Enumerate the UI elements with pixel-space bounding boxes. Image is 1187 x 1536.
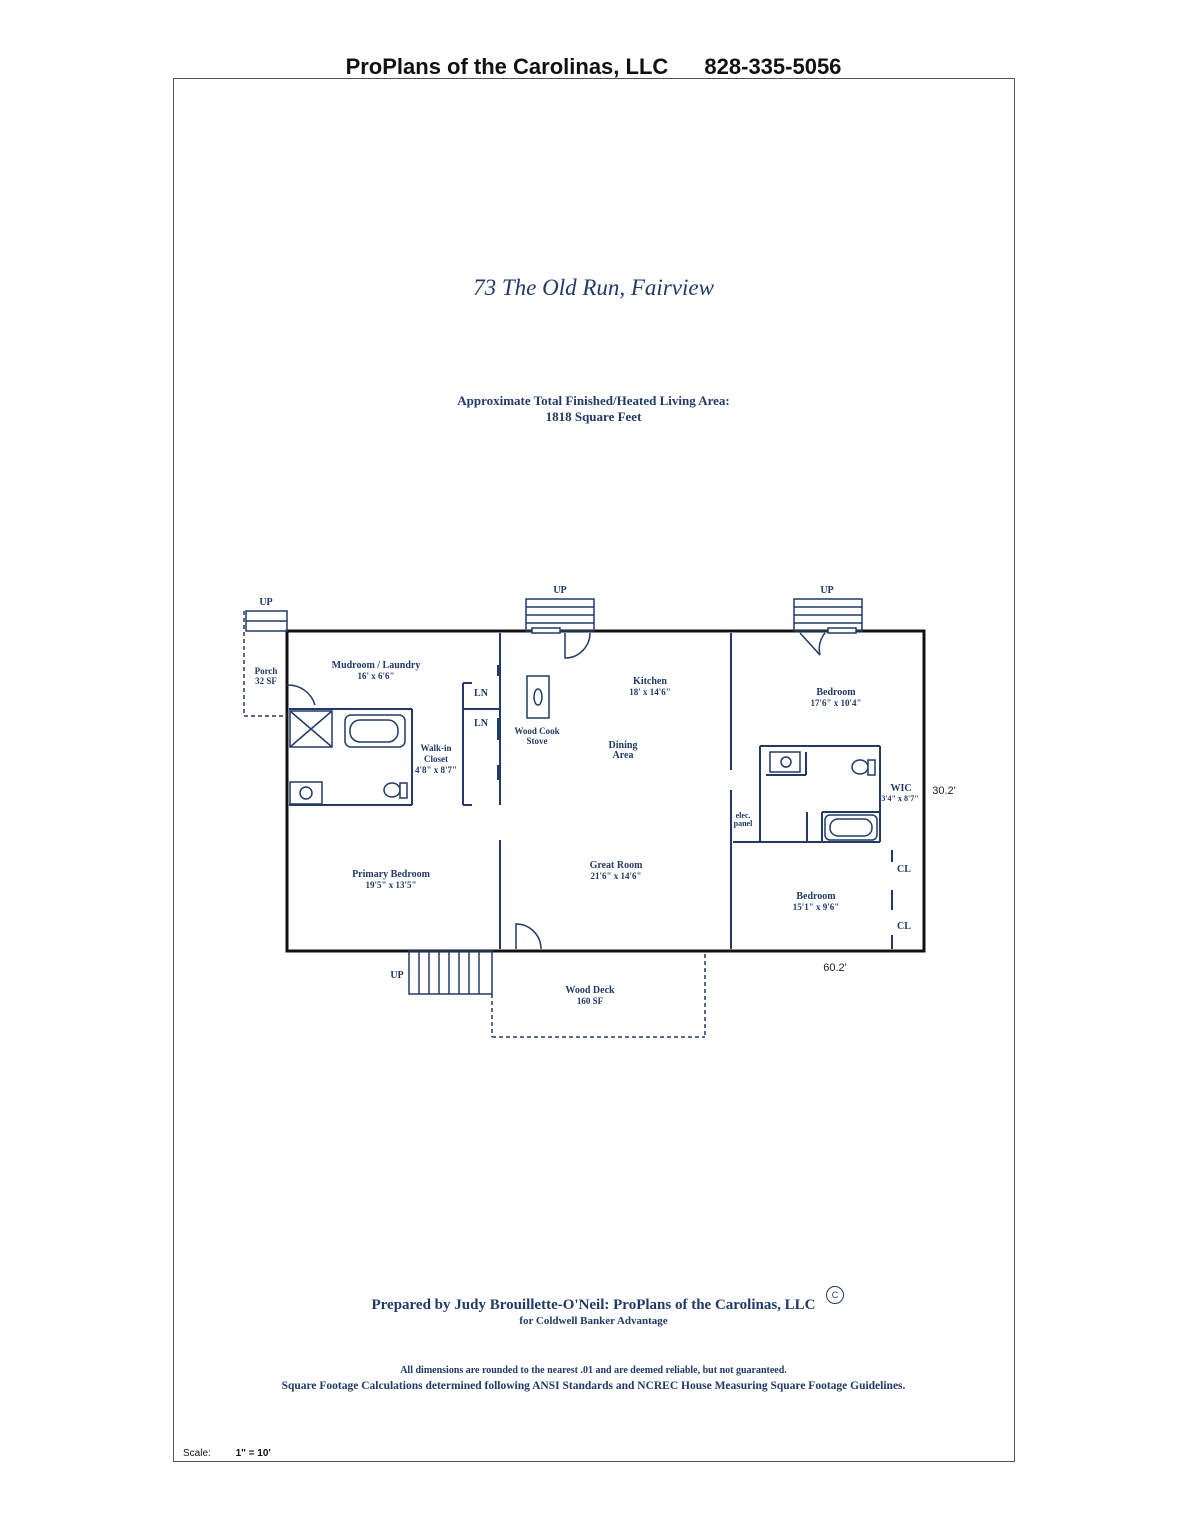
property-title: 73 The Old Run, Fairview bbox=[473, 275, 714, 300]
great-room-name: Great Room bbox=[590, 860, 644, 871]
page-header: ProPlans of the Carolinas, LLC 828-335-5… bbox=[0, 54, 1187, 80]
company-name: ProPlans of the Carolinas, LLC bbox=[345, 54, 669, 79]
bedroom1-name: Bedroom bbox=[816, 687, 856, 698]
exterior-wall bbox=[285, 629, 926, 953]
great-room-size: 21'6" x 14'6" bbox=[591, 871, 642, 881]
linen-closet-2: LN bbox=[474, 718, 489, 729]
label-up-deck: UP bbox=[390, 970, 403, 981]
linen-closet-1: LN bbox=[474, 688, 489, 699]
dining-name-2: Area bbox=[613, 750, 634, 761]
walkin-name-2: Closet bbox=[424, 754, 448, 764]
bedroom2-name: Bedroom bbox=[796, 891, 836, 902]
mudroom-size: 16' x 6'6" bbox=[358, 671, 395, 681]
scale-note: Scale: 1" = 10' bbox=[183, 1448, 271, 1459]
closet-2: CL bbox=[897, 921, 911, 932]
bedroom2-size: 15'1" x 9'6" bbox=[793, 902, 840, 912]
dimension-depth: 30.2' bbox=[932, 785, 956, 797]
elec-panel-2: panel bbox=[734, 819, 753, 828]
stairs bbox=[408, 598, 863, 995]
toilet-icon bbox=[383, 782, 401, 798]
wic-size: 3'4" x 8'7" bbox=[881, 794, 918, 803]
deck-size: 160 SF bbox=[577, 996, 604, 1006]
wood-deck bbox=[491, 954, 706, 1038]
disclaimer-dimensions: All dimensions are rounded to the neares… bbox=[400, 1365, 787, 1376]
prepared-for: for Coldwell Banker Advantage bbox=[519, 1315, 668, 1327]
primary-name: Primary Bedroom bbox=[352, 869, 431, 880]
primary-size: 19'5" x 13'5" bbox=[366, 880, 417, 890]
porch-name: Porch bbox=[255, 666, 278, 676]
dimension-width: 60.2' bbox=[823, 962, 847, 974]
living-area: Approximate Total Finished/Heated Living… bbox=[0, 393, 1187, 425]
label-up-porch: UP bbox=[259, 597, 272, 608]
stove-name-2: Stove bbox=[527, 736, 548, 746]
elec-panel-1: elec. bbox=[736, 811, 751, 820]
fixtures bbox=[289, 675, 878, 841]
label-up-top: UP bbox=[553, 585, 566, 596]
interior-walls bbox=[289, 633, 893, 949]
dining-name-1: Dining bbox=[609, 740, 638, 751]
porch bbox=[243, 610, 316, 717]
prepared-by: Prepared by Judy Brouillette-O'Neil: Pro… bbox=[371, 1297, 816, 1313]
mudroom-name: Mudroom / Laundry bbox=[332, 660, 421, 671]
doors bbox=[515, 627, 857, 950]
page-frame bbox=[173, 78, 1015, 1462]
wic-name: WIC bbox=[890, 783, 911, 794]
scale-value: 1" = 10' bbox=[235, 1448, 271, 1459]
copyright-icon: C bbox=[826, 1286, 844, 1304]
company-phone: 828-335-5056 bbox=[704, 54, 842, 79]
disclaimer-standards: Square Footage Calculations determined f… bbox=[281, 1380, 906, 1392]
living-area-value: 1818 Square Feet bbox=[545, 409, 642, 424]
porch-size: 32 SF bbox=[255, 676, 277, 686]
deck-name: Wood Deck bbox=[565, 985, 615, 996]
label-up-right: UP bbox=[820, 585, 833, 596]
toilet-icon-2 bbox=[851, 759, 869, 775]
bedroom1-size: 17'6" x 10'4" bbox=[811, 698, 862, 708]
scale-label: Scale: bbox=[183, 1448, 211, 1459]
kitchen-name: Kitchen bbox=[633, 676, 667, 687]
living-area-label: Approximate Total Finished/Heated Living… bbox=[457, 393, 730, 408]
walkin-size: 4'8" x 8'7" bbox=[415, 765, 457, 775]
stove-name-1: Wood Cook bbox=[514, 726, 559, 736]
walkin-name-1: Walk-in bbox=[420, 743, 451, 753]
kitchen-size: 18' x 14'6" bbox=[629, 687, 671, 697]
closet-1: CL bbox=[897, 864, 911, 875]
